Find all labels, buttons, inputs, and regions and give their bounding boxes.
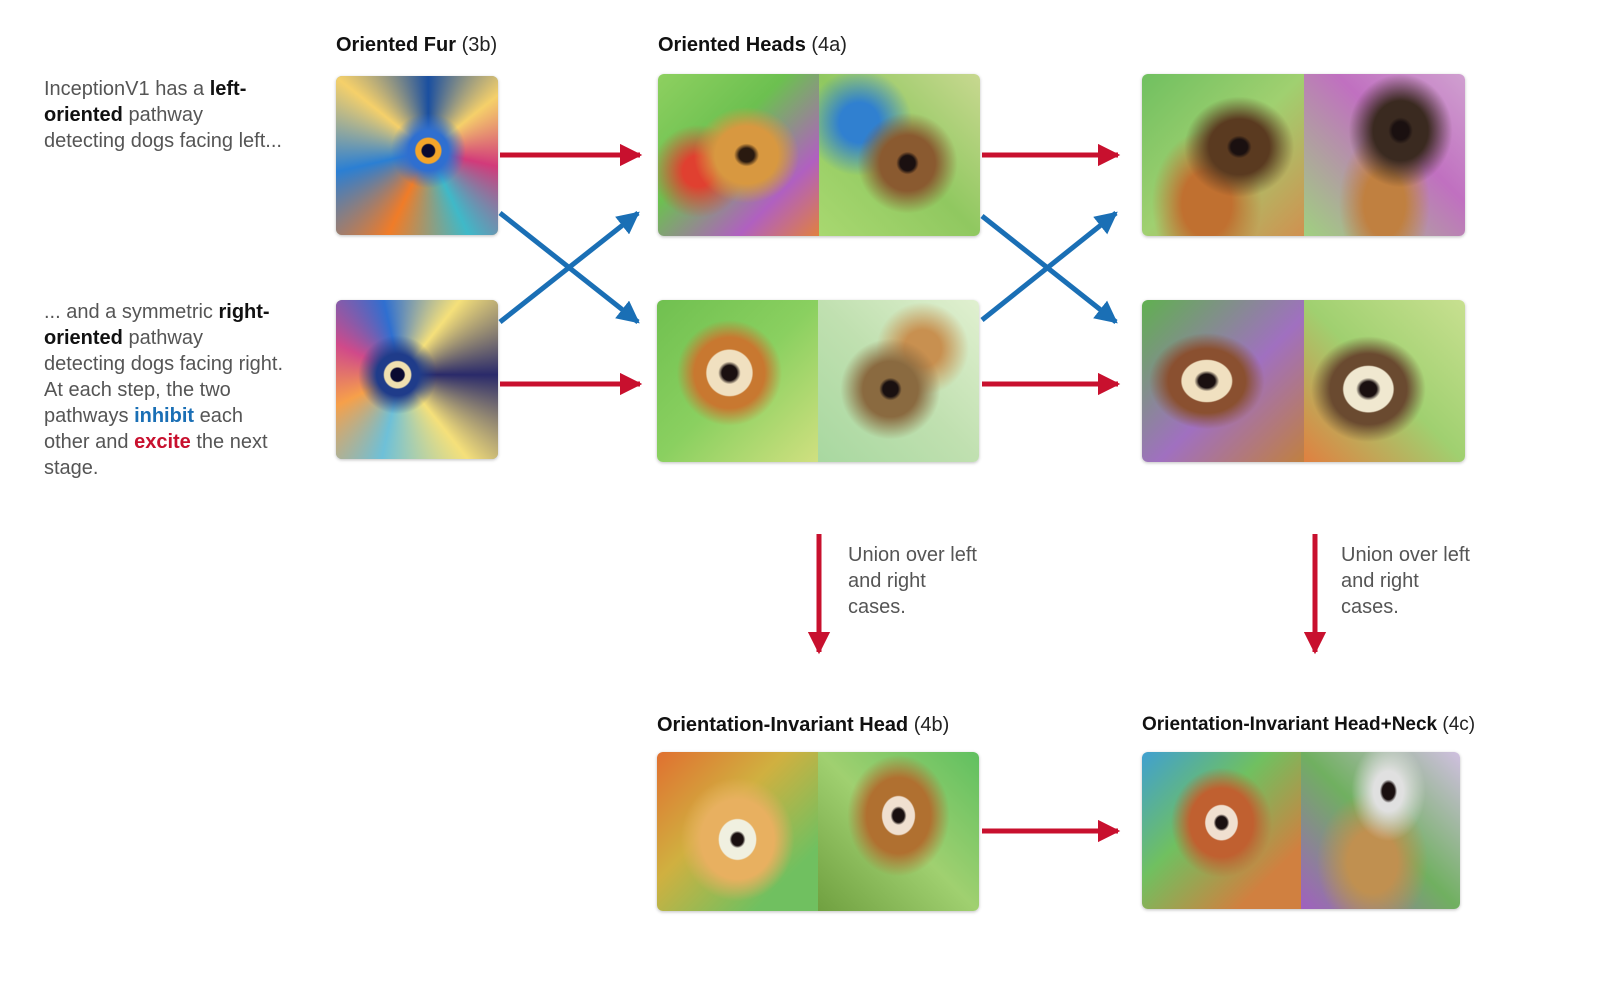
- fur-left-visualization: [336, 76, 498, 235]
- fur-left-image: [336, 76, 498, 235]
- fur-right-image: [336, 300, 498, 459]
- neck-left-visualization-1: [1142, 74, 1304, 236]
- inhibit-term: inhibit: [134, 405, 195, 427]
- right-oriented-term: right-oriented: [44, 301, 270, 349]
- head-right-visualization-1: [657, 300, 818, 462]
- intro-text-left-pathway: InceptionV1 has a left-oriented pathway …: [44, 78, 282, 152]
- invariant-head-visualization-1: [657, 752, 818, 911]
- orientation-invariant-head-neck-label: Orientation-Invariant Head+Neck (4c): [1142, 714, 1476, 735]
- neck-right-image: [1142, 300, 1465, 462]
- invariant-neck-visualization-2: [1301, 752, 1460, 909]
- invariant-neck-visualization-1: [1142, 752, 1301, 909]
- excite-term: excite: [134, 431, 191, 453]
- union-text-neck: Union over left and right cases.: [1341, 544, 1470, 618]
- union-text-heads: Union over left and right cases.: [848, 544, 977, 618]
- intro-text-right-pathway: ... and a symmetric right-oriented pathw…: [44, 301, 284, 479]
- heads-left-image: [658, 74, 980, 236]
- neck-left-image: [1142, 74, 1465, 236]
- head-right-visualization-2: [818, 300, 979, 462]
- invariant-head-image: [657, 752, 979, 911]
- neck-right-visualization-1: [1142, 300, 1304, 462]
- fur-right-visualization: [336, 300, 498, 459]
- heads-right-image: [657, 300, 979, 462]
- neck-right-visualization-2: [1303, 300, 1465, 462]
- left-oriented-term: left-oriented: [44, 78, 247, 126]
- invariant-head-visualization-2: [818, 752, 979, 911]
- neck-left-visualization-2: [1303, 74, 1465, 236]
- inhibit-arrow-fur-right-to-heads-left: [498, 211, 640, 324]
- oriented-fur-label: Oriented Fur (3b): [336, 34, 498, 56]
- oriented-heads-label: Oriented Heads (4a): [658, 34, 847, 56]
- head-left-visualization-2: [819, 74, 980, 236]
- invariant-head-neck-image: [1142, 752, 1460, 909]
- orientation-invariant-head-label: Orientation-Invariant Head (4b): [657, 714, 950, 736]
- head-left-visualization-1: [658, 74, 819, 236]
- inhibit-arrow-heads-right-to-neck-left: [980, 211, 1118, 322]
